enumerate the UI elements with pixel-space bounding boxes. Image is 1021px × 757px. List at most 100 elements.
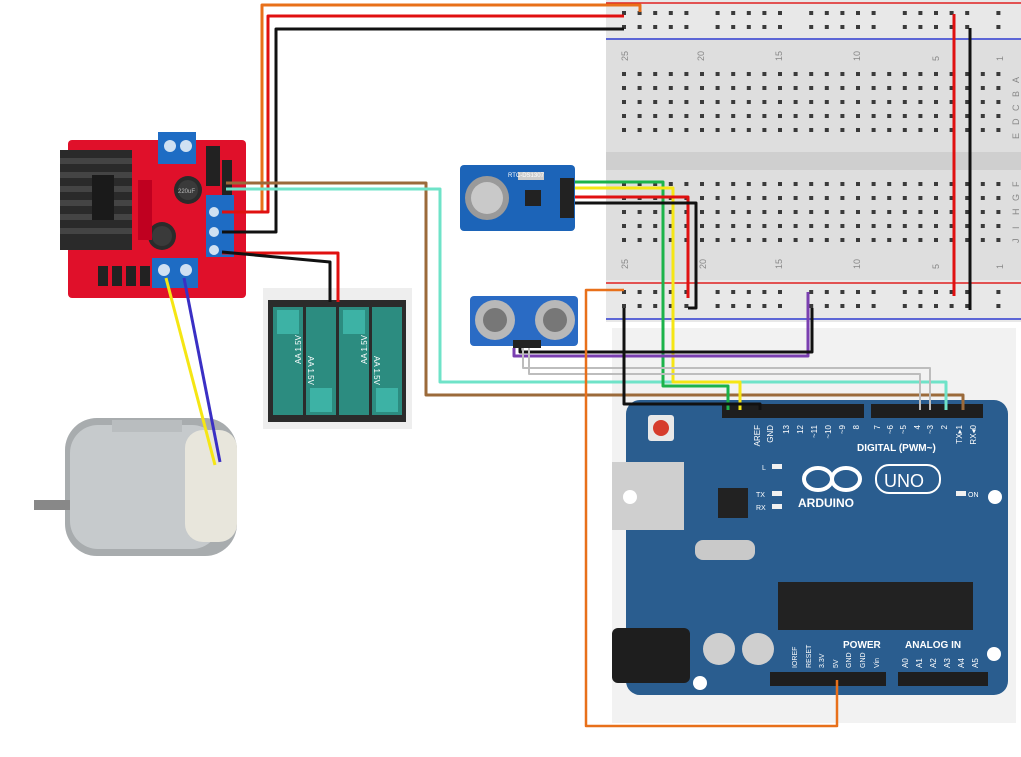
breadboard-hole <box>965 182 970 186</box>
breadboard-hole <box>840 86 845 90</box>
breadboard-hole <box>622 238 626 242</box>
breadboard-hole <box>824 196 829 200</box>
breadboard-hole <box>996 72 1001 76</box>
breadboard-hole <box>809 196 814 200</box>
breadboard-hole <box>622 100 626 104</box>
breadboard-hole <box>762 114 767 118</box>
battery-cell-label: AA 1.5V <box>360 334 369 364</box>
breadboard-hole <box>715 224 720 228</box>
breadboard-hole <box>731 72 736 76</box>
breadboard-hole <box>778 238 782 242</box>
breadboard-hole <box>824 128 829 132</box>
breadboard-hole <box>996 114 1001 118</box>
breadboard-col-numbers-bottom: 25 20 15 10 5 1 <box>620 259 1005 269</box>
breadboard-hole <box>934 11 938 15</box>
breadboard-hole <box>653 224 658 228</box>
breadboard-hole <box>684 72 689 76</box>
breadboard-hole <box>668 182 673 186</box>
led-label: L <box>762 465 766 472</box>
breadboard-hole <box>684 224 689 228</box>
arduino-model: UNO <box>884 471 924 491</box>
breadboard-hole <box>996 86 1001 90</box>
breadboard-hole <box>887 100 892 104</box>
breadboard-hole <box>856 224 860 228</box>
breadboard-hole <box>840 100 845 104</box>
breadboard-hole <box>965 196 970 200</box>
breadboard-hole <box>637 210 642 214</box>
breadboard-hole <box>809 72 814 76</box>
breadboard-hole <box>856 182 860 186</box>
pin-label: ~10 <box>824 424 833 438</box>
breadboard-hole <box>949 224 954 228</box>
breadboard-hole <box>778 224 782 228</box>
breadboard-hole <box>918 11 923 15</box>
breadboard-hole <box>840 114 845 118</box>
driver-pin-header <box>206 146 232 200</box>
breadboard-hole <box>746 100 751 104</box>
breadboard-hole <box>731 290 736 294</box>
breadboard-hole <box>653 72 658 76</box>
breadboard-hole <box>684 290 689 294</box>
breadboard-hole <box>887 238 892 242</box>
pin-label: A2 <box>929 658 938 668</box>
breadboard-hole <box>965 210 970 214</box>
breadboard-hole <box>637 100 642 104</box>
breadboard-hole <box>918 290 923 294</box>
bb-col-num: 10 <box>852 51 862 61</box>
bb-row-letter: J <box>1011 239 1021 244</box>
breadboard-hole <box>700 210 704 214</box>
breadboard-hole <box>856 238 860 242</box>
breadboard-hole <box>762 210 767 214</box>
breadboard-hole <box>731 304 736 308</box>
analog-header <box>898 672 988 686</box>
breadboard-hole <box>715 290 720 294</box>
breadboard-hole <box>762 224 767 228</box>
breadboard-hole <box>856 100 860 104</box>
breadboard-hole <box>824 304 829 308</box>
rtc-module: RTC-DS1307 <box>460 165 575 231</box>
pin-label: Vin <box>874 658 881 668</box>
breadboard-hole <box>668 290 673 294</box>
breadboard-hole <box>809 290 814 294</box>
breadboard-hole <box>684 86 689 90</box>
pin-label: A1 <box>915 658 924 668</box>
pin-label: ~11 <box>810 424 819 438</box>
breadboard-hole <box>949 100 954 104</box>
wire-black <box>575 201 698 310</box>
breadboard-hole <box>684 11 689 15</box>
breadboard-hole <box>700 128 704 132</box>
breadboard-hole <box>746 86 751 90</box>
breadboard-hole <box>778 11 782 15</box>
wire-blue <box>182 277 222 463</box>
breadboard-hole <box>746 72 751 76</box>
breadboard-hole <box>746 238 751 242</box>
wire-gray <box>528 348 921 410</box>
breadboard-hole <box>949 196 954 200</box>
breadboard-hole <box>840 224 845 228</box>
breadboard-hole <box>918 114 923 118</box>
breadboard-hole <box>887 210 892 214</box>
breadboard-hole <box>840 238 845 242</box>
breadboard-hole <box>778 72 782 76</box>
breadboard-hole <box>637 182 642 186</box>
breadboard-hole <box>887 114 892 118</box>
breadboard-hole <box>918 100 923 104</box>
breadboard-hole <box>949 128 954 132</box>
breadboard-hole <box>731 114 736 118</box>
breadboard-hole <box>762 100 767 104</box>
bb-col-num: 5 <box>931 264 941 269</box>
breadboard-hole <box>809 182 814 186</box>
breadboard-hole <box>653 290 658 294</box>
breadboard-holes <box>622 11 1001 308</box>
breadboard-hole <box>902 86 907 90</box>
breadboard-hole <box>824 114 829 118</box>
pin-label: IOREF <box>792 647 799 668</box>
breadboard-hole <box>887 128 892 132</box>
wire-gray <box>522 348 931 410</box>
breadboard-hole <box>934 86 938 90</box>
breadboard-hole <box>793 182 798 186</box>
breadboard-hole <box>778 128 782 132</box>
breadboard-hole <box>902 128 907 132</box>
breadboard-hole <box>902 238 907 242</box>
breadboard-hole <box>809 238 814 242</box>
